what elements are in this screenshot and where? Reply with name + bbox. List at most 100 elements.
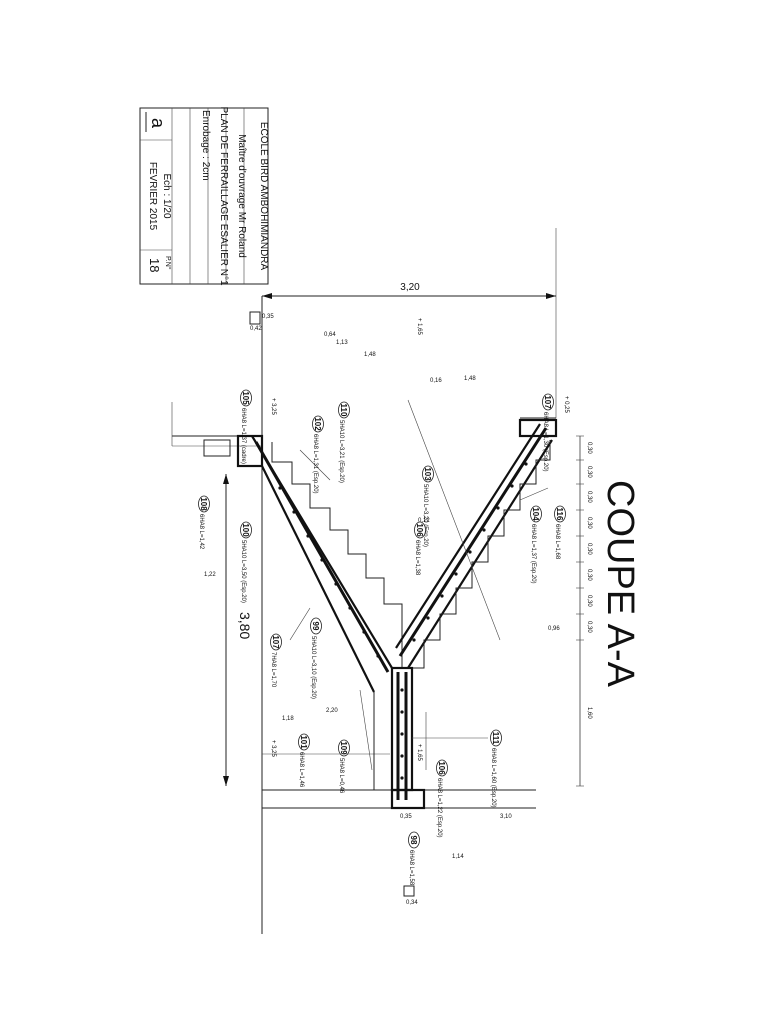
mark-bubble-105: [240, 389, 252, 407]
mark-text-111: 6HA8 L=1,60 (Esp.20): [490, 748, 496, 808]
chain-dim-2: 0,30: [586, 491, 592, 503]
chain-dim-8: 1,60: [586, 707, 592, 719]
title-owner: Maître d'ouvrage Mr Roland: [236, 134, 247, 258]
beam-low: 0,34: [406, 900, 418, 906]
mark-text-100: 5HA10 L=3,50 (Esp.20): [240, 540, 246, 603]
dimension-height: 3,80: [223, 474, 253, 786]
chain-dim-1: 0,30: [586, 466, 592, 478]
mark-text-116: 6HA8 L=1,68: [554, 524, 560, 560]
mark-id-105: 105: [241, 391, 250, 405]
mark-bubble-109: [338, 739, 350, 757]
mark-bubble-103: [422, 465, 434, 483]
mark-bubble-106: [414, 521, 426, 539]
mark-text-101: 6HA8 L=1,46: [298, 752, 304, 788]
section-title: COUPE A-A: [599, 480, 641, 688]
mark-id-106b: 106: [437, 761, 446, 775]
sheet-letter: a: [148, 118, 168, 129]
title-block: ECOLE BIRD AMBOHIMIANDRA Maître d'ouvrag…: [139, 106, 269, 286]
rebar-marks: 105 6HA8 L=1,37 (cadre) 110 5HA10 L=3,21 (E…: [198, 389, 566, 886]
mark-bubble-99: [310, 617, 322, 635]
pn-value: 18: [147, 258, 162, 272]
mark-id-108: 108: [199, 497, 208, 511]
mark-bubble-102: [312, 415, 324, 433]
mark-bubble-108: [198, 495, 210, 513]
mark-id-99: 99: [311, 622, 320, 631]
title-cover: Enrobage : 2cm: [200, 110, 211, 181]
val-1: 1,18: [282, 716, 294, 722]
beam-left-top: 0,35: [262, 314, 274, 320]
mark-id-103: 103: [423, 467, 432, 481]
level-lower-mid: + 1,65: [416, 744, 422, 762]
mark-bubble-106b: [436, 759, 448, 777]
mark-bubble-100: [240, 521, 252, 539]
right-dimension-chain: 0,300,300,300,300,300,300,300,301,60: [576, 435, 592, 787]
mark-text-107: 6HA8 L=1,30 (Esp.20): [542, 412, 548, 472]
mark-bubble-110: [338, 401, 350, 419]
mark-id-107: 107: [543, 395, 552, 409]
level-upper-mid: + 1,65: [416, 318, 422, 336]
angle-2: 1,13: [336, 340, 348, 346]
mark-text-106b: 6HA8 L=1,22 (Esp.20): [436, 778, 442, 838]
mark-text-102: 6HA8 L=1,31 (Esp.20): [312, 434, 318, 494]
angle-6: 0,96: [548, 626, 560, 632]
mark-bubble-111: [490, 729, 502, 747]
mark-id-116: 116: [555, 508, 564, 521]
dim-3-20: 3,20: [400, 282, 420, 293]
chain-dim-7: 0,30: [586, 621, 592, 633]
angle-3: 0,16: [430, 378, 442, 384]
mark-id-101: 101: [299, 735, 308, 749]
mark-text-109: 5HA8 L=0,46: [338, 758, 344, 794]
mark-id-102: 102: [313, 417, 322, 431]
mark-id-100: 100: [241, 523, 250, 537]
mark-bubble-107: [542, 393, 554, 411]
mark-id-110: 110: [339, 404, 348, 417]
scale-label: Ech : 1/20: [161, 173, 172, 218]
mark-text-98: 6HA8 L=1,58: [408, 850, 414, 886]
landing-column: [373, 666, 414, 800]
mark-bubble-101: [298, 733, 310, 751]
dim-3-80: 3,80: [237, 612, 253, 639]
mark-text-108: 6HA8 L=1,42: [198, 514, 204, 550]
val-5: 3,10: [500, 814, 512, 820]
mark-bubble-98: [408, 831, 420, 849]
mark-id-111: 111: [491, 732, 500, 745]
mark-bubble-104: [530, 505, 542, 523]
beam-bottom: 0,35: [400, 814, 412, 820]
angle-1: 0,64: [324, 332, 336, 338]
title-plan: PLAN DE FERRAILLAGE ESALIER N°1: [218, 106, 229, 286]
mark-text-107b: 7HA8 L=1,70: [270, 652, 276, 688]
mark-text-99: 5HA10 L=3,10 (Esp.20): [310, 636, 316, 699]
mark-text-110: 5HA10 L=3,21 (Esp.20): [338, 420, 344, 483]
mark-id-106: 106: [415, 523, 424, 537]
mark-text-106: 6HA8 L=1,38: [414, 540, 420, 576]
val-3: 1,48: [364, 352, 376, 358]
angle-5: 0,12: [418, 518, 430, 524]
mark-text-105: 6HA8 L=1,37 (cadre): [240, 408, 246, 464]
val-6: 1,14: [452, 854, 464, 860]
angle-4: 1,48: [464, 376, 476, 382]
lower-flight: [395, 423, 553, 669]
chain-dim-4: 0,30: [586, 543, 592, 555]
dimension-top-width: 3,20: [262, 228, 557, 418]
val-2: 1,22: [204, 572, 216, 578]
mark-bubble-116: [554, 505, 566, 523]
upper-flight: [251, 435, 403, 693]
chain-dim-5: 0,30: [586, 569, 592, 581]
val-4: 2,20: [326, 708, 338, 714]
mark-id-104: 104: [531, 507, 540, 521]
level-marks: + 3,25 + 0,25 + 1,65 + 1,65 + 3,25: [270, 318, 569, 762]
level-lower-left: + 3,25: [270, 740, 276, 758]
mark-bubble-107b: [270, 633, 282, 651]
level-top-left: + 3,25: [270, 398, 276, 416]
chain-dim-3: 0,30: [586, 517, 592, 529]
chain-dim-6: 0,30: [586, 595, 592, 607]
pn-label: P.N°: [164, 256, 172, 270]
title-school: ECOLE BIRD AMBOHIMIANDRA: [258, 122, 269, 271]
mark-text-103: 5HA10 L=3,20 (Esp.20): [422, 484, 428, 547]
mark-id-109: 109: [339, 741, 348, 755]
mark-id-98: 98: [409, 836, 418, 845]
small-labels: 0,35 0,42 0,35 0,34 0,64 1,13 0,16 1,48 …: [204, 311, 560, 906]
structure-outline: [171, 296, 558, 934]
mark-id-107b: 107: [271, 635, 280, 649]
